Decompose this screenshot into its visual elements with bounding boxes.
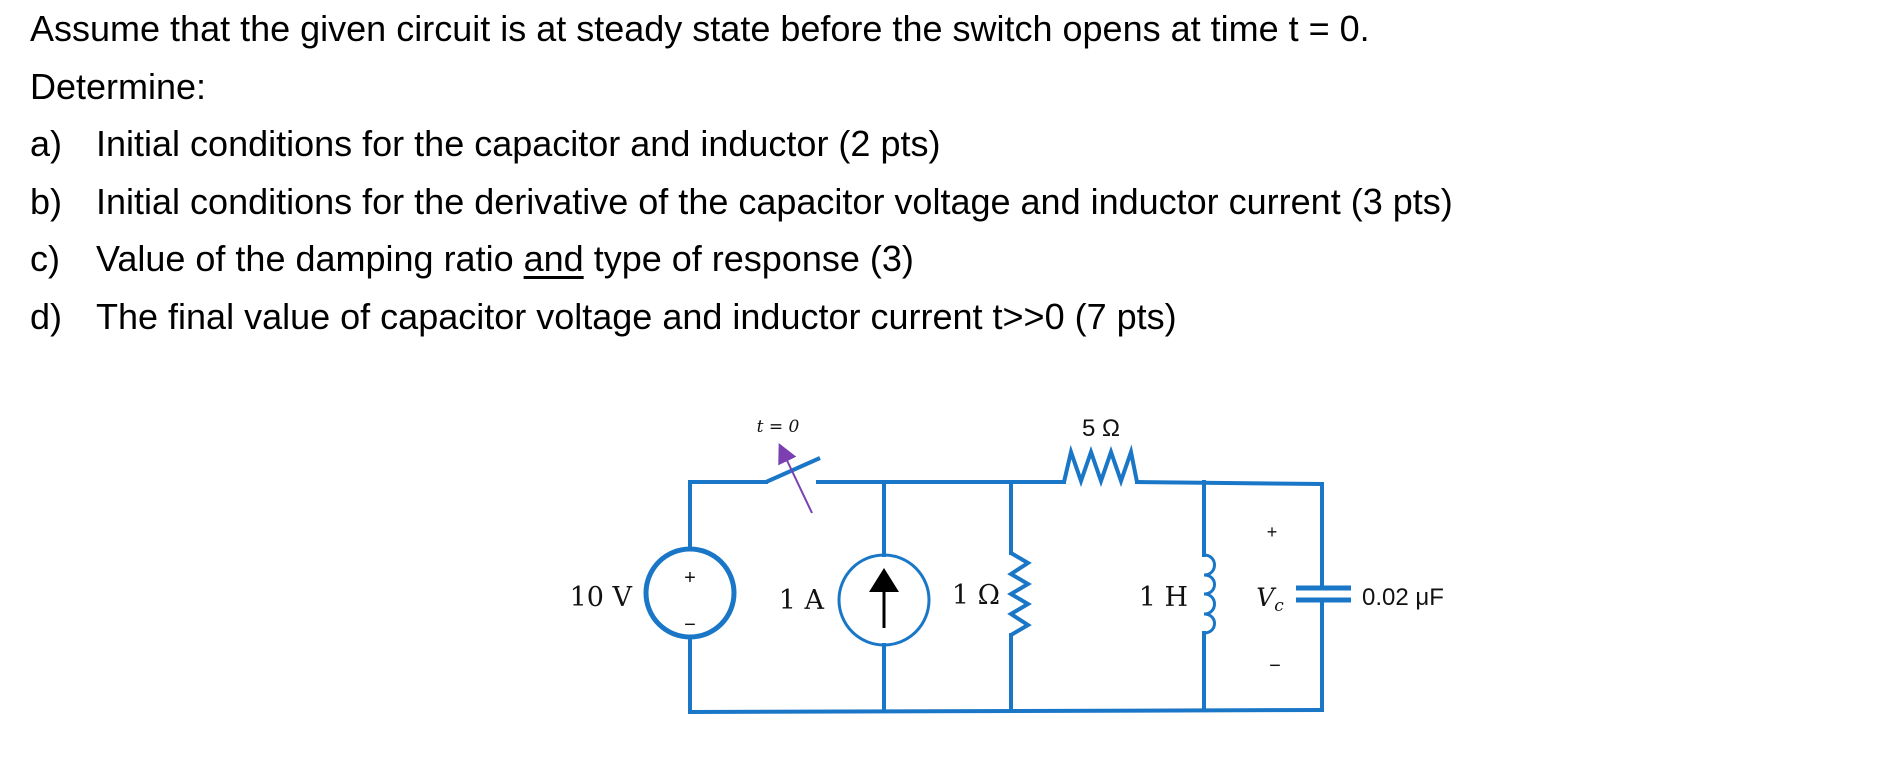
question-text: The final value of capacitor voltage and… — [96, 295, 1177, 337]
wire-bottom-rail — [687, 707, 1325, 715]
question-text-after: type of response (3) — [583, 238, 914, 279]
series-resistor: 5 Ω — [1062, 415, 1139, 488]
problem-statement: Assume that the given circuit is at stea… — [30, 0, 1453, 345]
shunt-resistor-zigzag-icon — [1007, 551, 1032, 637]
problem-intro: Assume that the given circuit is at stea… — [30, 8, 1370, 49]
switch-action-arrow-icon — [778, 442, 813, 514]
question-marker: c) — [30, 238, 60, 279]
determine-heading: Determine: — [30, 65, 207, 107]
inductor-coil-icon — [1203, 553, 1216, 635]
question-text: Value of the damping ratio and type of r… — [96, 230, 914, 288]
voltage-source-label: 10 V — [570, 582, 633, 613]
switch-blade — [765, 456, 821, 484]
question-text-before: Value of the damping ratio — [96, 238, 524, 279]
wires — [687, 479, 1325, 715]
capacitor-voltage-minus: − — [1269, 655, 1281, 677]
wire-left-top — [688, 480, 768, 550]
capacitor-label: 0.02 μF — [1362, 584, 1444, 611]
shunt-resistor: 1 Ω — [952, 551, 1032, 637]
voltage-source: + − 10 V — [570, 546, 737, 640]
question-d: d) The final value of capacitor voltage … — [30, 288, 1453, 346]
current-source-label: 1 A — [779, 585, 825, 616]
question-marker: d) — [30, 295, 63, 337]
current-source: 1 A — [779, 553, 931, 647]
capacitor-voltage-plus: + — [1267, 522, 1278, 542]
voltage-source-plus: + — [684, 567, 696, 589]
switch-label: t = 0 — [757, 417, 800, 437]
inductor: 1 H — [1139, 553, 1216, 635]
capacitor-voltage-label: Vc — [1256, 583, 1284, 616]
series-resistor-label: 5 Ω — [1082, 415, 1120, 442]
capacitor-voltage-subscript: c — [1274, 596, 1284, 616]
question-marker: b) — [30, 180, 63, 222]
wire-right-top — [1134, 479, 1324, 590]
question-marker: a) — [30, 123, 63, 164]
shunt-resistor-label: 1 Ω — [952, 580, 1000, 611]
question-b: b) Initial conditions for the derivative… — [30, 173, 1453, 231]
voltage-source-minus: − — [684, 614, 696, 636]
question-text: Initial conditions for the capacitor and… — [96, 123, 941, 164]
underlined-word: and — [523, 238, 584, 279]
series-resistor-zigzag-icon — [1062, 444, 1139, 488]
inductor-label: 1 H — [1139, 582, 1188, 613]
current-source-circle-icon — [837, 553, 931, 647]
capacitor-voltage-symbol: V — [1256, 583, 1277, 612]
question-text: Initial conditions for the derivative of… — [96, 180, 1453, 222]
question-a: a) Initial conditions for the capacitor … — [30, 115, 1453, 173]
capacitor: 0.02 μF + Vc − — [1256, 522, 1444, 677]
question-c: c) Value of the damping ratio and type o… — [30, 230, 1453, 288]
voltage-source-circle-icon — [643, 546, 737, 640]
switch: t = 0 — [757, 417, 821, 514]
